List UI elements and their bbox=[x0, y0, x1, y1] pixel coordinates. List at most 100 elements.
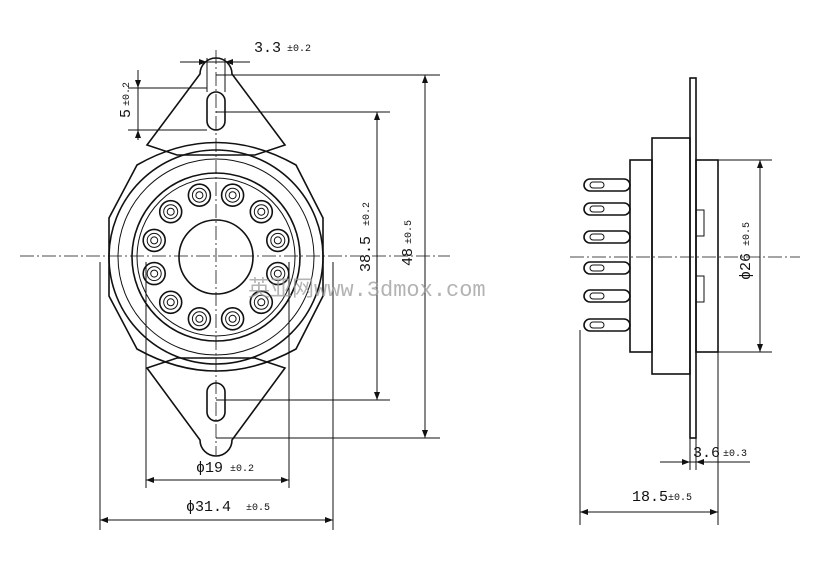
solder-lug-hole bbox=[589, 292, 605, 300]
pin-contact bbox=[225, 187, 241, 203]
arrow bbox=[281, 477, 289, 483]
top-slot bbox=[206, 91, 226, 131]
dim-side-dia-tol: ±0.5 bbox=[742, 222, 753, 246]
pin-contact bbox=[150, 236, 159, 245]
pin-contact bbox=[166, 207, 175, 216]
solder-lug bbox=[583, 289, 631, 303]
socket-ring-4 bbox=[136, 177, 296, 337]
key-bottom bbox=[695, 275, 705, 303]
pin-contact bbox=[265, 228, 290, 253]
arrow bbox=[710, 509, 718, 515]
dim-total-height-value: 48 bbox=[400, 248, 417, 266]
solder-lug-hole bbox=[589, 181, 605, 189]
pin-contact bbox=[187, 183, 212, 207]
arrow bbox=[199, 59, 207, 65]
pin-contact bbox=[187, 306, 212, 331]
solder-lug-hole bbox=[589, 205, 605, 213]
mounting-flange-bottom bbox=[145, 357, 287, 457]
arrow bbox=[757, 344, 763, 352]
arrow bbox=[422, 75, 428, 83]
pin-contact bbox=[249, 199, 274, 224]
mounting-flange bbox=[145, 57, 287, 156]
pin-contact bbox=[146, 266, 162, 282]
arrow bbox=[325, 517, 333, 523]
arrow bbox=[100, 517, 108, 523]
pin-contact bbox=[270, 266, 286, 282]
arrow bbox=[374, 112, 380, 120]
dim-inner-height-tol: ±0.2 bbox=[362, 202, 373, 226]
dim-plate-value: 3.6 bbox=[693, 445, 720, 462]
socket-outer-ring bbox=[108, 149, 324, 365]
dim-inner-height-value: 38.5 bbox=[358, 236, 375, 272]
pin-contact bbox=[257, 298, 266, 307]
pin-contact bbox=[249, 290, 274, 315]
solder-lug bbox=[583, 318, 631, 332]
dim-length-tol: ±0.5 bbox=[668, 493, 692, 504]
body-rear bbox=[651, 137, 691, 375]
dim-inner-dia-value: ϕ19 bbox=[196, 460, 223, 477]
arrow bbox=[135, 80, 141, 88]
pin-contact bbox=[163, 294, 179, 310]
solder-lug bbox=[583, 202, 631, 216]
arrow bbox=[225, 59, 233, 65]
pin-contact bbox=[191, 311, 207, 327]
arrow bbox=[580, 509, 588, 515]
dim-outer-dia-value: ϕ31.4 bbox=[186, 499, 231, 516]
body-front bbox=[695, 159, 719, 353]
watermark: 英亚网www.3dmox.com bbox=[248, 277, 486, 303]
pin-contact bbox=[270, 232, 286, 248]
socket-ring-2 bbox=[117, 158, 315, 356]
arrow bbox=[135, 130, 141, 138]
mounting-plate bbox=[689, 77, 697, 439]
dim-side-dia-value: ϕ26 bbox=[738, 253, 755, 280]
pin-contact bbox=[142, 228, 166, 253]
arrow bbox=[696, 459, 704, 465]
front-view: 3.3 ±0.2 5 ±0.2 38.5 ±0.2 48 ±0.5 bbox=[20, 40, 450, 530]
arrow bbox=[757, 160, 763, 168]
dim-inner-dia-tol: ±0.2 bbox=[230, 464, 254, 475]
pin-contact bbox=[158, 199, 183, 224]
pin-contact bbox=[225, 311, 241, 327]
pin-contact bbox=[220, 306, 245, 331]
pin-contact bbox=[191, 187, 207, 203]
dim-total-height-tol: ±0.5 bbox=[404, 220, 415, 244]
bottom-slot bbox=[206, 382, 226, 422]
socket-outer-body bbox=[108, 141, 324, 372]
dim-slot-depth-tol: ±0.2 bbox=[122, 82, 133, 106]
pin-contact bbox=[195, 191, 204, 200]
pin-contact bbox=[253, 294, 269, 310]
pin-contact bbox=[220, 183, 245, 207]
dim-plate-tol: ±0.3 bbox=[723, 449, 747, 460]
arrow bbox=[682, 459, 690, 465]
pin-contact bbox=[158, 290, 183, 315]
solder-lug-hole bbox=[589, 233, 605, 241]
solder-lug-hole bbox=[589, 264, 605, 272]
pin-contact bbox=[273, 269, 282, 278]
pin-block bbox=[629, 159, 653, 353]
solder-lugs bbox=[583, 178, 631, 332]
pin-contact bbox=[253, 204, 269, 220]
pin-contact bbox=[142, 261, 166, 286]
pin-contact bbox=[195, 314, 204, 323]
dim-outer-dia-tol: ±0.5 bbox=[246, 503, 270, 514]
socket-ring-3 bbox=[131, 172, 301, 342]
solder-lug-hole bbox=[589, 321, 605, 329]
arrow bbox=[146, 477, 154, 483]
dim-slot-width-tol: ±0.2 bbox=[287, 44, 311, 55]
dim-slot-depth-value: 5 bbox=[118, 109, 135, 118]
pin-contact bbox=[166, 298, 175, 307]
pin-contact bbox=[228, 191, 237, 200]
pin-contact bbox=[150, 269, 159, 278]
dim-length-value: 18.5 bbox=[632, 489, 668, 506]
arrow bbox=[422, 430, 428, 438]
solder-lug bbox=[583, 261, 631, 275]
key-top bbox=[695, 209, 705, 237]
dim-slot-width-value: 3.3 bbox=[254, 40, 281, 57]
solder-lug bbox=[583, 178, 631, 192]
pin-contact bbox=[257, 207, 266, 216]
side-view: ϕ26 ±0.5 3.6 ±0.3 18.5 ±0.5 bbox=[570, 77, 800, 525]
center-hole bbox=[178, 219, 254, 295]
pin-contacts bbox=[142, 183, 290, 331]
pin-contact bbox=[228, 314, 237, 323]
